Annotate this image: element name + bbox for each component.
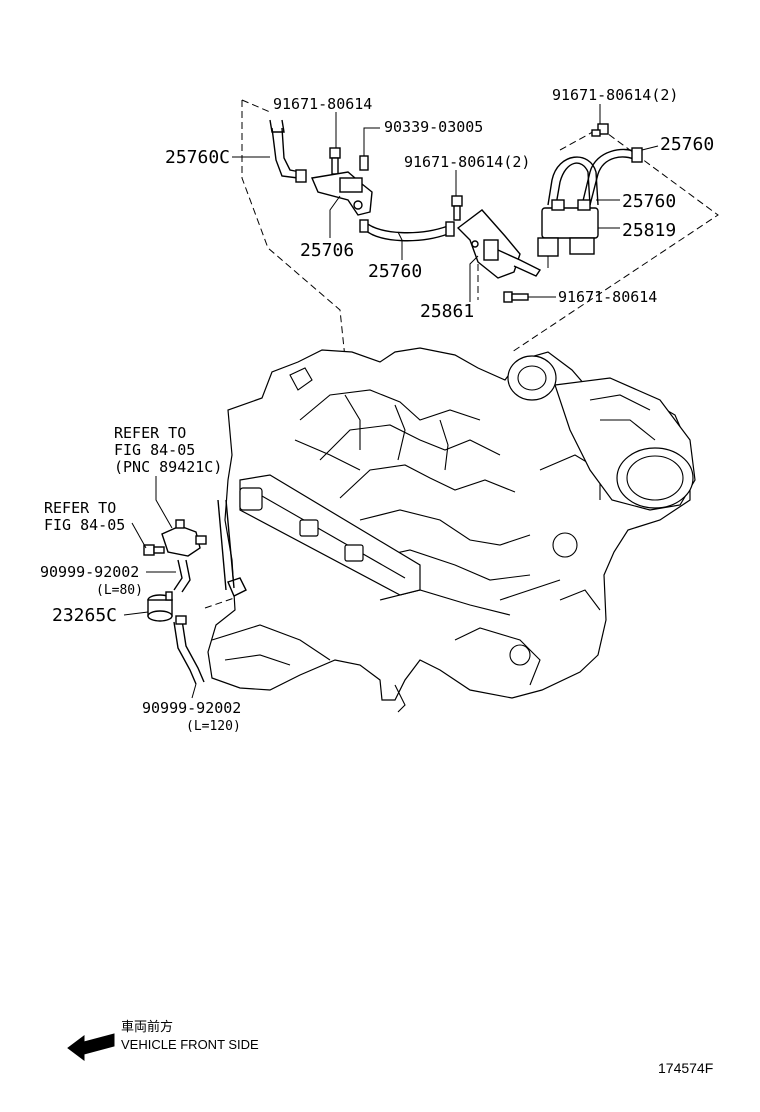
callout-refer1-line3: (PNC 89421C) <box>114 458 222 476</box>
callout-filter-23265c: 23265C <box>52 605 117 626</box>
leader-lines <box>123 104 659 699</box>
callout-hose-upper-pn: 90999-92002 <box>40 563 139 581</box>
valve-25819-part <box>537 199 599 268</box>
figure-id: 174574F <box>658 1060 713 1076</box>
callout-valve-25819: 25819 <box>622 220 676 241</box>
callout-hose-lower-pn: 90999-92002 <box>142 699 241 717</box>
callout-hose-upper-len: (L=80) <box>96 583 143 598</box>
callout-hose-25760-mid: 25760 <box>368 261 422 282</box>
callout-bolt-top-right: 91671-80614(2) <box>552 86 678 104</box>
callout-clip-90339: 90339-03005 <box>384 118 483 136</box>
callout-hose-25760-right: 25760 <box>622 191 676 212</box>
hoses-25760-right-part <box>547 147 643 206</box>
bolt-lower-right-part <box>503 291 529 303</box>
filter-23265c-part <box>147 591 173 622</box>
callout-hose-lower-len: (L=120) <box>186 719 241 734</box>
bolt-top-left-part <box>329 147 341 175</box>
callout-bracket-25861: 25861 <box>420 301 474 322</box>
callout-bolt-lower-right: 91671-80614 <box>558 288 657 306</box>
engine-block <box>207 347 696 713</box>
hose-upper-part <box>173 559 191 593</box>
callout-refer1-line1: REFER TO <box>114 424 186 442</box>
hose-25760-mid-part <box>359 219 455 242</box>
callout-bracket-25706: 25706 <box>300 240 354 261</box>
legend-jp-text: 車両前方 <box>121 1019 173 1034</box>
callout-refer2-line1: REFER TO <box>44 499 116 517</box>
vsv-part <box>143 519 207 557</box>
bolt-mid-part <box>451 195 463 221</box>
engine-fitting-part <box>217 499 247 597</box>
legend-en-text: VEHICLE FRONT SIDE <box>121 1037 259 1052</box>
callout-refer2-line2: FIG 84-05 <box>44 516 125 534</box>
bracket-25706-part <box>311 171 373 216</box>
callout-hose-25760-top-right: 25760 <box>660 134 714 155</box>
callout-bolt-mid: 91671-80614(2) <box>404 153 530 171</box>
arrow-left-icon <box>67 1033 115 1061</box>
bolt-top-right-part <box>591 123 609 137</box>
hose-25760c-part <box>269 119 307 183</box>
callout-refer1-line2: FIG 84-05 <box>114 441 195 459</box>
callout-labels: 91671-80614 90339-03005 25760C 25706 257… <box>40 86 714 734</box>
callout-hose-25760c: 25760C <box>165 147 230 168</box>
front-direction-legend: 車両前方 VEHICLE FRONT SIDE <box>67 1019 259 1061</box>
bracket-25861-part <box>456 209 542 279</box>
callout-bolt-top-left: 91671-80614 <box>273 95 372 113</box>
clip-90339-part <box>359 155 369 171</box>
hose-lower-part <box>173 615 205 685</box>
